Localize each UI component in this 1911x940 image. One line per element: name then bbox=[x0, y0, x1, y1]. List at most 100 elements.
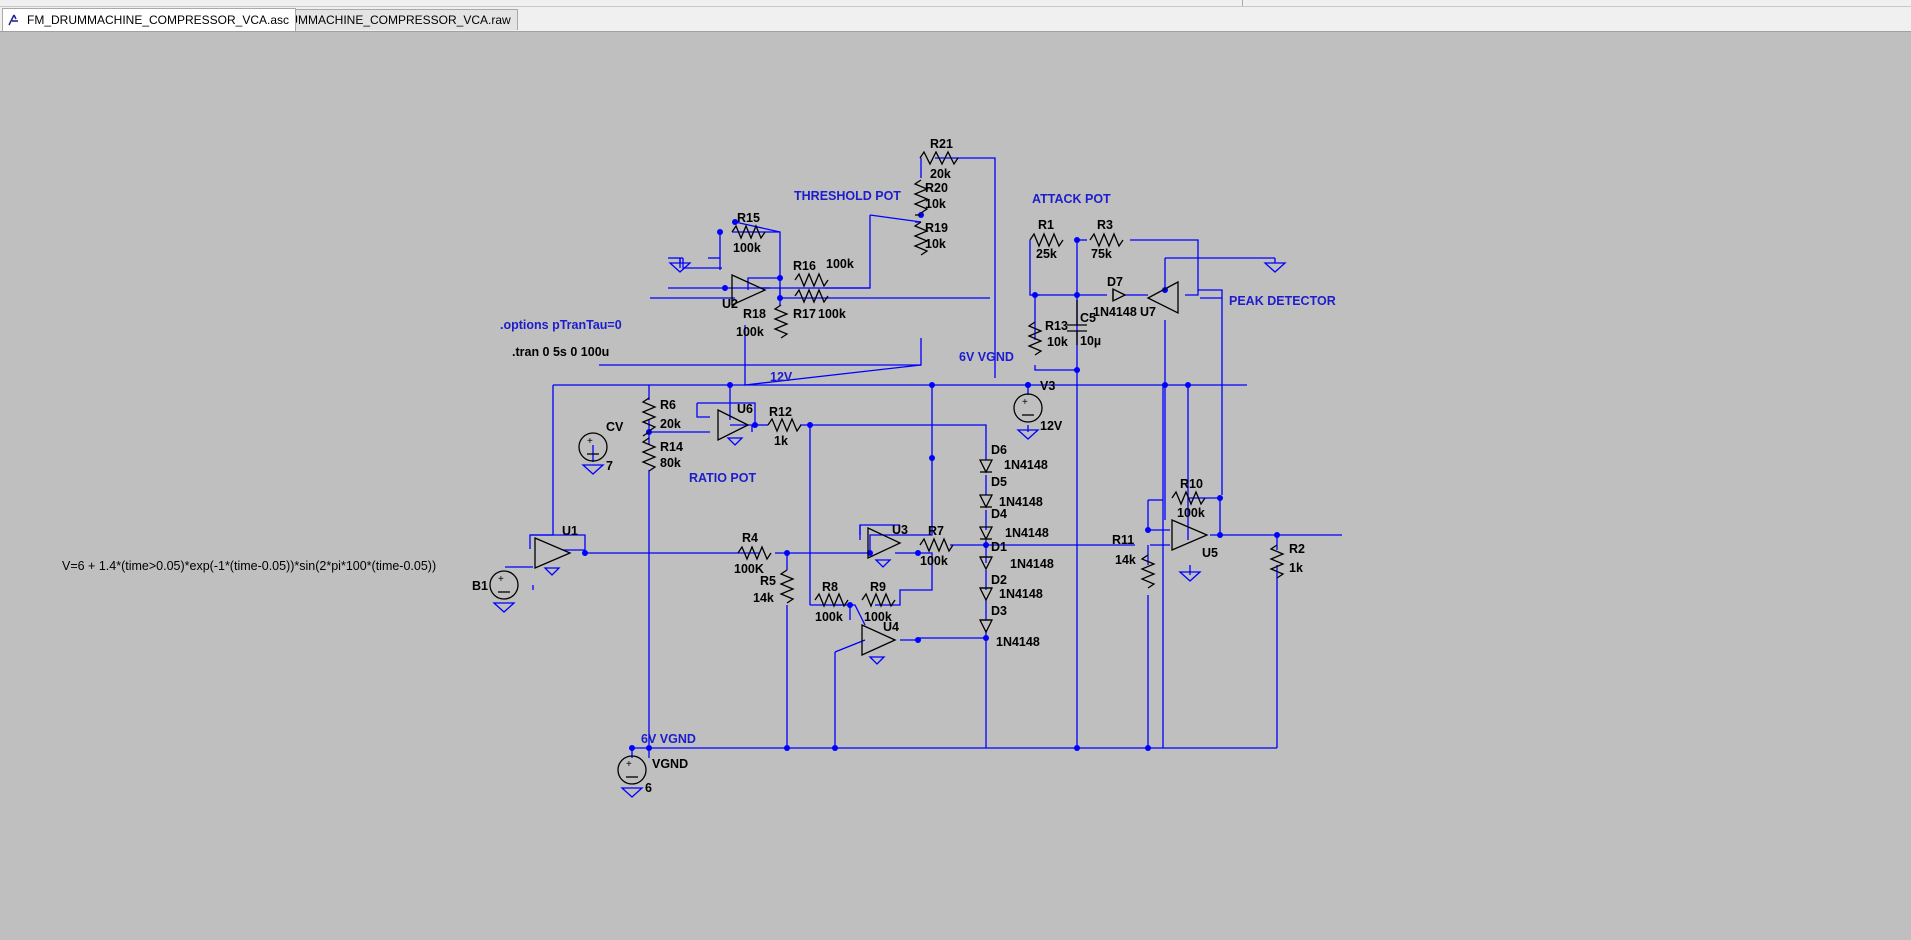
d2-name: D2 bbox=[991, 573, 1007, 587]
r11-name: R11 bbox=[1112, 533, 1134, 547]
r11-value: 14k bbox=[1115, 553, 1136, 567]
c5-value: 10µ bbox=[1080, 334, 1101, 348]
r15-name: R15 bbox=[737, 211, 760, 225]
r1-name: R1 bbox=[1038, 218, 1054, 232]
options-directive: .options pTranTau=0 bbox=[500, 318, 622, 332]
r6-value: 20k bbox=[660, 417, 681, 431]
r5-value: 14k bbox=[753, 591, 774, 605]
d5-name: D5 bbox=[991, 475, 1007, 489]
voltage-sources: + + + + bbox=[489, 393, 1043, 785]
strip-divider bbox=[1242, 0, 1243, 6]
d2-value: 1N4148 bbox=[999, 587, 1043, 601]
svg-text:+: + bbox=[1022, 397, 1028, 408]
cv-value: 7 bbox=[606, 459, 613, 473]
svg-text:+: + bbox=[626, 759, 632, 770]
u3-label: U3 bbox=[892, 523, 908, 537]
r7-value: 100k bbox=[920, 554, 948, 568]
r9-name: R9 bbox=[870, 580, 886, 594]
r21-name: R21 bbox=[930, 137, 953, 151]
r10-value: 100k bbox=[1177, 506, 1205, 520]
capacitor-c5 bbox=[1067, 300, 1087, 345]
tab-waveform-label: FM_DRUMMACHINE_COMPRESSOR_VCA.raw bbox=[248, 13, 511, 27]
tab-schematic-label: FM_DRUMMACHINE_COMPRESSOR_VCA.asc bbox=[27, 13, 290, 27]
r1-value: 25k bbox=[1036, 247, 1057, 261]
r14-name: R14 bbox=[660, 440, 683, 454]
schematic-comments: THRESHOLD POT ATTACK POT PEAK DETECTOR R… bbox=[500, 189, 1336, 746]
r18-value: 100k bbox=[736, 325, 764, 339]
schematic-drawing[interactable]: + + + + R21 20k R20 10k R19 10k bbox=[0, 32, 1911, 940]
d1-value: 1N4148 bbox=[1010, 557, 1054, 571]
d7-value: 1N4148 bbox=[1093, 305, 1137, 319]
r12-value: 1k bbox=[774, 434, 788, 448]
r17-name: R17 bbox=[793, 307, 816, 321]
ratio-pot-comment: RATIO POT bbox=[689, 471, 756, 485]
r18-name: R18 bbox=[743, 307, 766, 321]
vgnd-top-comment: 6V VGND bbox=[959, 350, 1014, 364]
svg-text:+: + bbox=[498, 574, 504, 585]
r2-name: R2 bbox=[1289, 542, 1305, 556]
d4-value: 1N4148 bbox=[1005, 526, 1049, 540]
r16-value: 100k bbox=[826, 257, 854, 271]
d6-name: D6 bbox=[991, 443, 1007, 457]
d3-name: D3 bbox=[991, 604, 1007, 618]
vgnd-bottom-comment: 6V VGND bbox=[641, 732, 696, 746]
r14-value: 80k bbox=[660, 456, 681, 470]
vgnd-name: VGND bbox=[652, 757, 688, 771]
tran-directive: .tran 0 5s 0 100u bbox=[512, 345, 609, 359]
r16-name: R16 bbox=[793, 259, 816, 273]
schematic-icon bbox=[8, 14, 18, 26]
vgnd-value: 6 bbox=[645, 781, 652, 795]
r7-name: R7 bbox=[928, 524, 944, 538]
threshold-pot-comment: THRESHOLD POT bbox=[794, 189, 901, 203]
junction-dots bbox=[582, 212, 1280, 751]
r13-name: R13 bbox=[1045, 319, 1068, 333]
r8-name: R8 bbox=[822, 580, 838, 594]
r13-value: 10k bbox=[1047, 335, 1068, 349]
v3-value: 12V bbox=[1040, 419, 1063, 433]
r8-value: 100k bbox=[815, 610, 843, 624]
v3-name: V3 bbox=[1040, 379, 1055, 393]
document-tab-bar: FM_DRUMMACHINE_COMPRESSOR_VCA.asc FM_DRU… bbox=[0, 7, 1911, 32]
r12-name: R12 bbox=[769, 405, 792, 419]
d5-value: 1N4148 bbox=[999, 495, 1043, 509]
resistor-symbols bbox=[641, 150, 1285, 608]
u2-label: U2 bbox=[722, 297, 738, 311]
r19-value: 10k bbox=[925, 237, 946, 251]
r2-value: 1k bbox=[1289, 561, 1303, 575]
opamp-symbols bbox=[534, 273, 1209, 657]
r4-value: 100K bbox=[734, 562, 764, 576]
u1-label: U1 bbox=[562, 524, 578, 538]
svg-text:+: + bbox=[587, 436, 593, 447]
r6-name: R6 bbox=[660, 398, 676, 412]
u7-label: U7 bbox=[1140, 305, 1156, 319]
b1-expression: V=6 + 1.4*(time>0.05)*exp(-1*(time-0.05)… bbox=[62, 559, 436, 573]
wires bbox=[505, 157, 1342, 758]
d3-value: 1N4148 bbox=[996, 635, 1040, 649]
r3-value: 75k bbox=[1091, 247, 1112, 261]
r20-name: R20 bbox=[925, 181, 948, 195]
title-strip bbox=[0, 0, 1911, 7]
d6-value: 1N4148 bbox=[1004, 458, 1048, 472]
diode-symbols bbox=[978, 287, 1127, 634]
r5-name: R5 bbox=[760, 574, 776, 588]
d7-name: D7 bbox=[1107, 275, 1123, 289]
r20-value: 10k bbox=[925, 197, 946, 211]
u6-label: U6 bbox=[737, 402, 753, 416]
c5-name: C5 bbox=[1080, 311, 1096, 325]
r21-value: 20k bbox=[930, 167, 951, 181]
cv-name: CV bbox=[606, 420, 624, 434]
d1-name: D1 bbox=[991, 540, 1007, 554]
attack-pot-comment: ATTACK POT bbox=[1032, 192, 1111, 206]
r19-name: R19 bbox=[925, 221, 948, 235]
r4-name: R4 bbox=[742, 531, 758, 545]
r9-value: 100k bbox=[864, 610, 892, 624]
tab-schematic[interactable]: FM_DRUMMACHINE_COMPRESSOR_VCA.asc bbox=[2, 8, 297, 31]
r3-name: R3 bbox=[1097, 218, 1113, 232]
r10-name: R10 bbox=[1180, 477, 1203, 491]
r17-value: 100k bbox=[818, 307, 846, 321]
b1-name: B1 bbox=[472, 579, 488, 593]
peak-detector-comment: PEAK DETECTOR bbox=[1229, 294, 1336, 308]
u5-label: U5 bbox=[1202, 546, 1218, 560]
schematic-canvas[interactable]: + + + + R21 20k R20 10k R19 10k bbox=[0, 32, 1911, 940]
r15-value: 100k bbox=[733, 241, 761, 255]
